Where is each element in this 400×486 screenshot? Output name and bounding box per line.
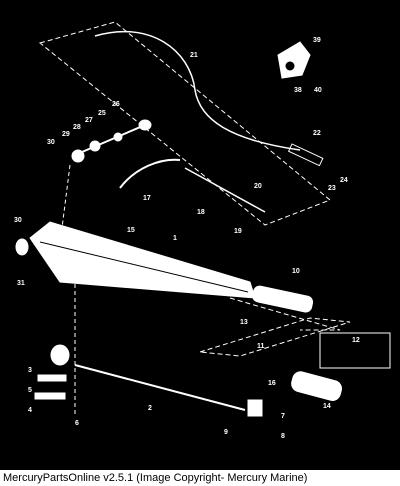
- callout-18: 18: [197, 209, 205, 216]
- grip-10: [252, 285, 314, 313]
- bracket-assembly: [277, 41, 311, 79]
- callout-39: 39: [313, 37, 321, 44]
- plate-5: [37, 374, 67, 382]
- callout-labels: 1 2 3 4 5 6 7 8 9 10 11 12 13 14 15 16 1…: [14, 37, 360, 440]
- callout-23: 23: [328, 185, 336, 192]
- callout-16: 16: [268, 380, 276, 387]
- callout-14: 14: [323, 403, 331, 410]
- leader-dashed-bolt: [61, 164, 71, 229]
- callout-13: 13: [240, 319, 248, 326]
- callout-15: 15: [127, 227, 135, 234]
- callout-19: 19: [234, 228, 242, 235]
- callout-30: 30: [47, 139, 55, 146]
- callout-17: 17: [143, 195, 151, 202]
- callout-30b: 30: [14, 217, 22, 224]
- pivot-3: [50, 344, 70, 366]
- throttle-grip-14: [291, 371, 342, 401]
- callout-28: 28: [73, 124, 81, 131]
- tiller-arm-shade: [39, 241, 249, 293]
- callout-24: 24: [340, 177, 348, 184]
- callout-29: 29: [62, 131, 70, 138]
- cable-end-22: [287, 143, 324, 167]
- callout-22: 22: [313, 130, 321, 137]
- callout-10: 10: [292, 268, 300, 275]
- washer-29: [89, 140, 101, 152]
- callout-6: 6: [75, 420, 79, 427]
- inset-box-12: [319, 332, 391, 369]
- washer-26: [138, 119, 152, 131]
- throttle-cable: [94, 31, 301, 151]
- shift-cable: [119, 158, 181, 189]
- callout-20: 20: [254, 183, 262, 190]
- plate-4: [34, 392, 66, 400]
- callout-5: 5: [28, 387, 32, 394]
- callout-3: 3: [28, 367, 32, 374]
- dashed-plane-cable: [38, 21, 331, 226]
- exploded-parts-diagram: 1 2 3 4 5 6 7 8 9 10 11 12 13 14 15 16 1…: [14, 21, 391, 440]
- callout-9: 9: [224, 429, 228, 436]
- callout-40: 40: [314, 87, 322, 94]
- callout-4: 4: [28, 407, 32, 414]
- callout-38: 38: [294, 87, 302, 94]
- callout-7: 7: [281, 413, 285, 420]
- callout-11: 11: [257, 343, 265, 350]
- callout-25: 25: [98, 110, 106, 117]
- dashed-plane-lower: [199, 317, 351, 357]
- callout-2: 2: [148, 405, 152, 412]
- callout-1: 1: [173, 235, 177, 242]
- callout-12: 12: [352, 337, 360, 344]
- rod-18: [184, 167, 266, 213]
- image-caption: MercuryPartsOnline v2.5.1 (Image Copyrig…: [0, 470, 400, 486]
- bushing-30: [71, 149, 85, 163]
- bolt-shaft: [74, 124, 146, 156]
- tiller-arm: [29, 221, 256, 299]
- bracket-nut: [284, 60, 296, 72]
- callout-31: 31: [17, 280, 25, 287]
- knob-30: [15, 238, 29, 256]
- callout-27: 27: [85, 117, 93, 124]
- callout-8: 8: [281, 433, 285, 440]
- callout-26: 26: [112, 101, 120, 108]
- washer-28: [113, 132, 123, 142]
- shaft-2: [74, 364, 246, 411]
- block-7: [247, 399, 263, 417]
- callout-21: 21: [190, 52, 198, 59]
- dashed-plane-grip: [229, 297, 341, 331]
